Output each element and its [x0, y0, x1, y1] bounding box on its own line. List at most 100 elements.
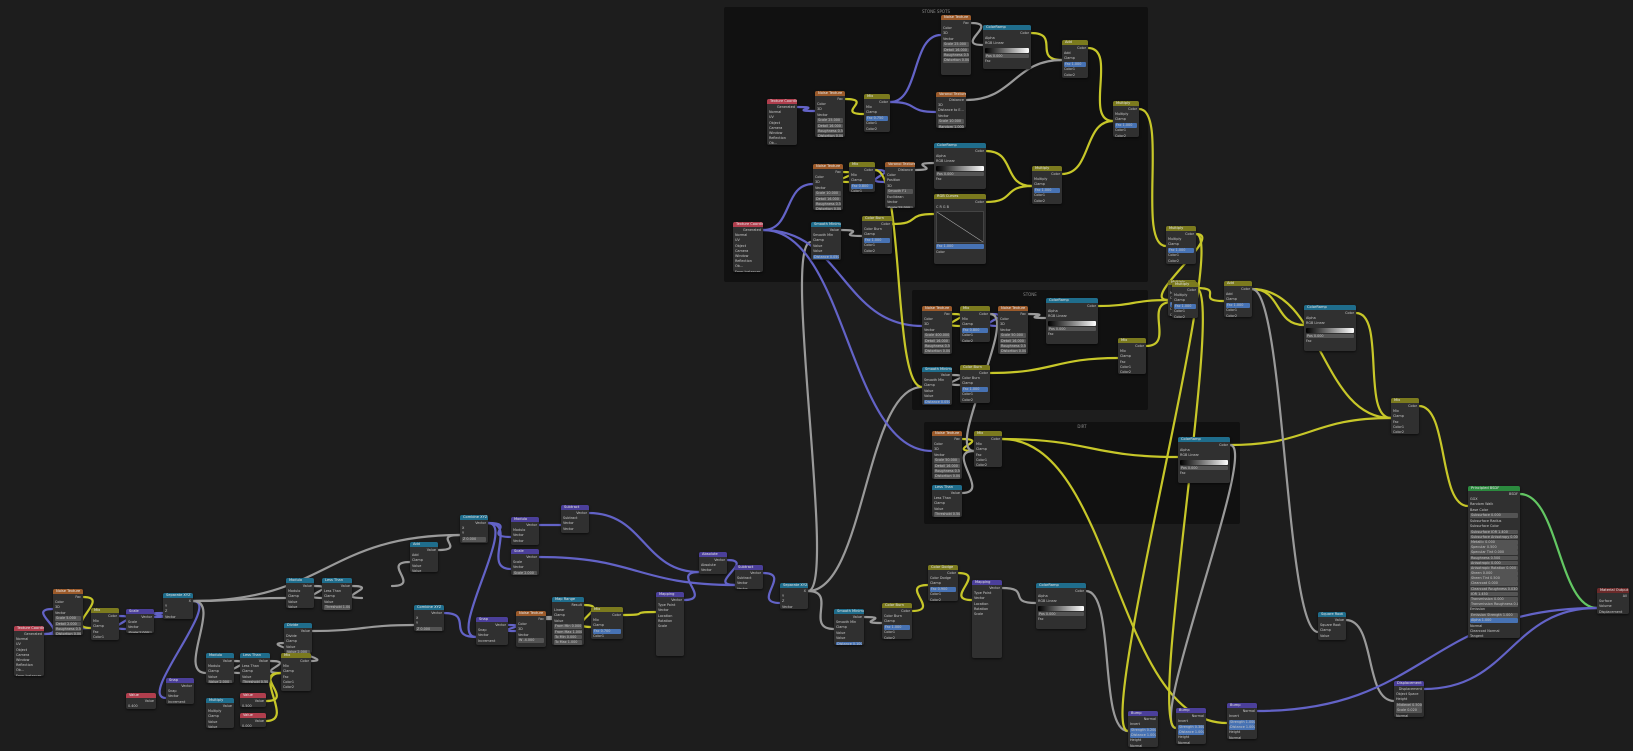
socket-row[interactable]: Fac 1.000 — [1168, 248, 1194, 253]
socket-row[interactable]: Anisotropic Rotation 0.000 — [1470, 565, 1518, 571]
node-link[interactable] — [761, 228, 934, 453]
socket-row[interactable]: Scale 10.000 — [815, 191, 841, 196]
socket-row[interactable]: 3D — [934, 447, 939, 452]
node-title[interactable]: ColorRamp — [934, 143, 986, 148]
socket-row[interactable]: Detail 16.000 — [817, 123, 843, 129]
node-link[interactable] — [890, 212, 936, 226]
socket-row[interactable]: W -4.000 — [518, 638, 544, 643]
node-title[interactable]: Voronoi Texture — [936, 92, 966, 97]
node-title[interactable]: Value — [126, 693, 156, 698]
node-title[interactable]: Value — [240, 713, 266, 718]
socket-row[interactable]: Emission Strength 1.000 — [1470, 613, 1518, 618]
socket-row[interactable]: 3D — [924, 322, 929, 327]
socket-row[interactable]: From Max 1.000 — [554, 629, 582, 635]
socket-row[interactable]: Color2 — [1034, 198, 1046, 203]
socket-row[interactable]: Fac 1.000 — [864, 238, 890, 243]
socket-row[interactable]: Color1 — [593, 634, 605, 639]
node-link[interactable] — [1121, 232, 1203, 733]
socket-row[interactable]: Strength 0.200 — [1130, 728, 1156, 733]
node-title[interactable]: Add — [1062, 40, 1088, 45]
socket-row[interactable]: Scale 2.000 — [513, 571, 537, 575]
node-title[interactable]: Smooth Minimum — [922, 367, 952, 372]
node-link[interactable] — [949, 312, 963, 328]
color-ramp-gradient[interactable] — [1038, 605, 1084, 611]
node-title[interactable]: Separate XYZ — [163, 593, 193, 598]
socket-row[interactable]: 3D — [1000, 322, 1005, 327]
node-title[interactable]: Square Root — [1318, 612, 1346, 617]
node-title[interactable]: Multiply — [1113, 101, 1139, 106]
node-link[interactable] — [987, 312, 1001, 328]
socket-row[interactable]: Fac 1.000 — [1064, 62, 1086, 67]
node-link[interactable] — [1084, 589, 1130, 733]
socket-row[interactable]: Detail 16.000 — [934, 463, 960, 469]
node-link[interactable] — [1228, 416, 1393, 447]
node-link[interactable] — [806, 385, 924, 593]
color-ramp-gradient[interactable] — [936, 165, 984, 171]
node-link[interactable] — [1422, 606, 1599, 691]
socket-row[interactable]: Scale 25.000 — [943, 42, 969, 47]
node-link[interactable] — [621, 610, 658, 617]
socket-row[interactable]: Distortion 0.000 — [1000, 348, 1026, 354]
node-title[interactable]: Snap — [476, 617, 508, 622]
socket-row[interactable]: Value 2.000 — [286, 650, 310, 653]
socket-row[interactable]: Fac 0.750 — [866, 116, 888, 121]
node-link[interactable] — [268, 659, 283, 675]
node-link[interactable] — [761, 571, 782, 605]
node-title[interactable]: Noise Texture — [813, 164, 843, 169]
node-link[interactable] — [839, 228, 864, 238]
node-title[interactable]: Color Dodge — [928, 565, 958, 570]
socket-row[interactable]: Color2 — [976, 463, 988, 467]
socket-row[interactable]: Color2 — [1393, 430, 1405, 434]
node-title[interactable]: Divide — [284, 623, 312, 628]
node-title[interactable]: Displacement — [1394, 681, 1424, 686]
socket-row[interactable]: Scale 5.000 — [55, 616, 81, 621]
socket-row[interactable]: 0.000 — [242, 724, 252, 727]
socket-row[interactable]: Value 2.000 — [208, 680, 232, 683]
node-link[interactable] — [436, 533, 462, 552]
node-link[interactable] — [800, 240, 819, 593]
node-title[interactable]: Mix — [91, 608, 119, 613]
node-link[interactable] — [1194, 286, 1226, 303]
socket-row[interactable]: 3D — [887, 183, 892, 188]
socket-row[interactable]: Pos 0.000 — [1038, 611, 1084, 617]
node-link[interactable] — [806, 589, 836, 631]
node-link[interactable] — [873, 168, 887, 184]
node-title[interactable]: Mix — [849, 162, 875, 167]
socket-row[interactable]: Roughness 0.500 — [934, 468, 960, 474]
socket-row[interactable]: Color2 — [962, 397, 974, 402]
socket-row[interactable]: Fac 1.000 — [962, 387, 988, 392]
socket-row[interactable]: Color1 — [976, 457, 988, 462]
socket-row[interactable]: 0.500 — [242, 704, 252, 707]
socket-row[interactable]: Color1 — [93, 634, 105, 639]
node-link[interactable] — [960, 449, 976, 495]
socket-row[interactable]: Scale 0.020 — [1396, 708, 1422, 713]
node-title[interactable]: Mix — [960, 306, 990, 311]
color-ramp-gradient[interactable] — [1306, 327, 1354, 333]
socket-row[interactable]: Distortion 0.000 — [55, 631, 81, 635]
node-link[interactable] — [984, 184, 1034, 204]
socket-row[interactable]: IOR 1.450 — [1470, 591, 1518, 597]
node-title[interactable]: Subtract — [561, 505, 589, 510]
node-title[interactable]: ColorRamp — [983, 25, 1031, 30]
socket-row[interactable]: Distortion 0.000 — [815, 206, 841, 210]
node-title[interactable]: Smooth Minimum — [834, 609, 864, 614]
socket-row[interactable]: Sheen Tint 0.500 — [1470, 576, 1518, 581]
socket-row[interactable]: Color1 — [864, 243, 876, 248]
socket-row[interactable]: Color1 — [866, 121, 878, 126]
node-link[interactable] — [264, 671, 283, 723]
